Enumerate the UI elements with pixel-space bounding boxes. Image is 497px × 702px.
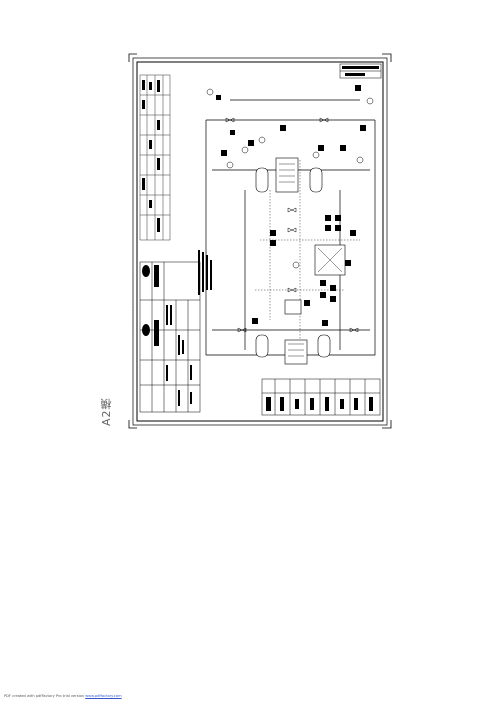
footer-link[interactable]: www.pdffactory.com bbox=[85, 694, 122, 698]
vessels bbox=[255, 157, 346, 365]
outer-frame bbox=[132, 57, 388, 426]
equipment-table bbox=[261, 378, 381, 416]
top-right-strip bbox=[339, 63, 382, 79]
sheet-size-mark: A2横 bbox=[100, 397, 113, 426]
title-block-text bbox=[166, 305, 192, 406]
legend-table bbox=[139, 74, 171, 241]
equipment-table-marks bbox=[266, 397, 373, 411]
notes-block bbox=[198, 250, 212, 295]
legend-text bbox=[142, 80, 160, 232]
gauges bbox=[206, 88, 374, 269]
main-piping bbox=[205, 99, 376, 356]
footer-text: PDF created with pdfFactory Pro trial ve… bbox=[4, 694, 86, 698]
inner-frame bbox=[136, 61, 384, 422]
company-logo bbox=[142, 265, 159, 346]
instrument-boxes bbox=[216, 85, 366, 326]
valves bbox=[225, 117, 359, 333]
vessel-hatching bbox=[279, 163, 343, 357]
vertical-notes: • • • • • • • • • • • • • • • • • • • bbox=[131, 279, 135, 330]
title-block bbox=[139, 261, 201, 413]
crop-marks bbox=[128, 53, 392, 429]
pdf-footer: PDF created with pdfFactory Pro trial ve… bbox=[4, 694, 122, 698]
